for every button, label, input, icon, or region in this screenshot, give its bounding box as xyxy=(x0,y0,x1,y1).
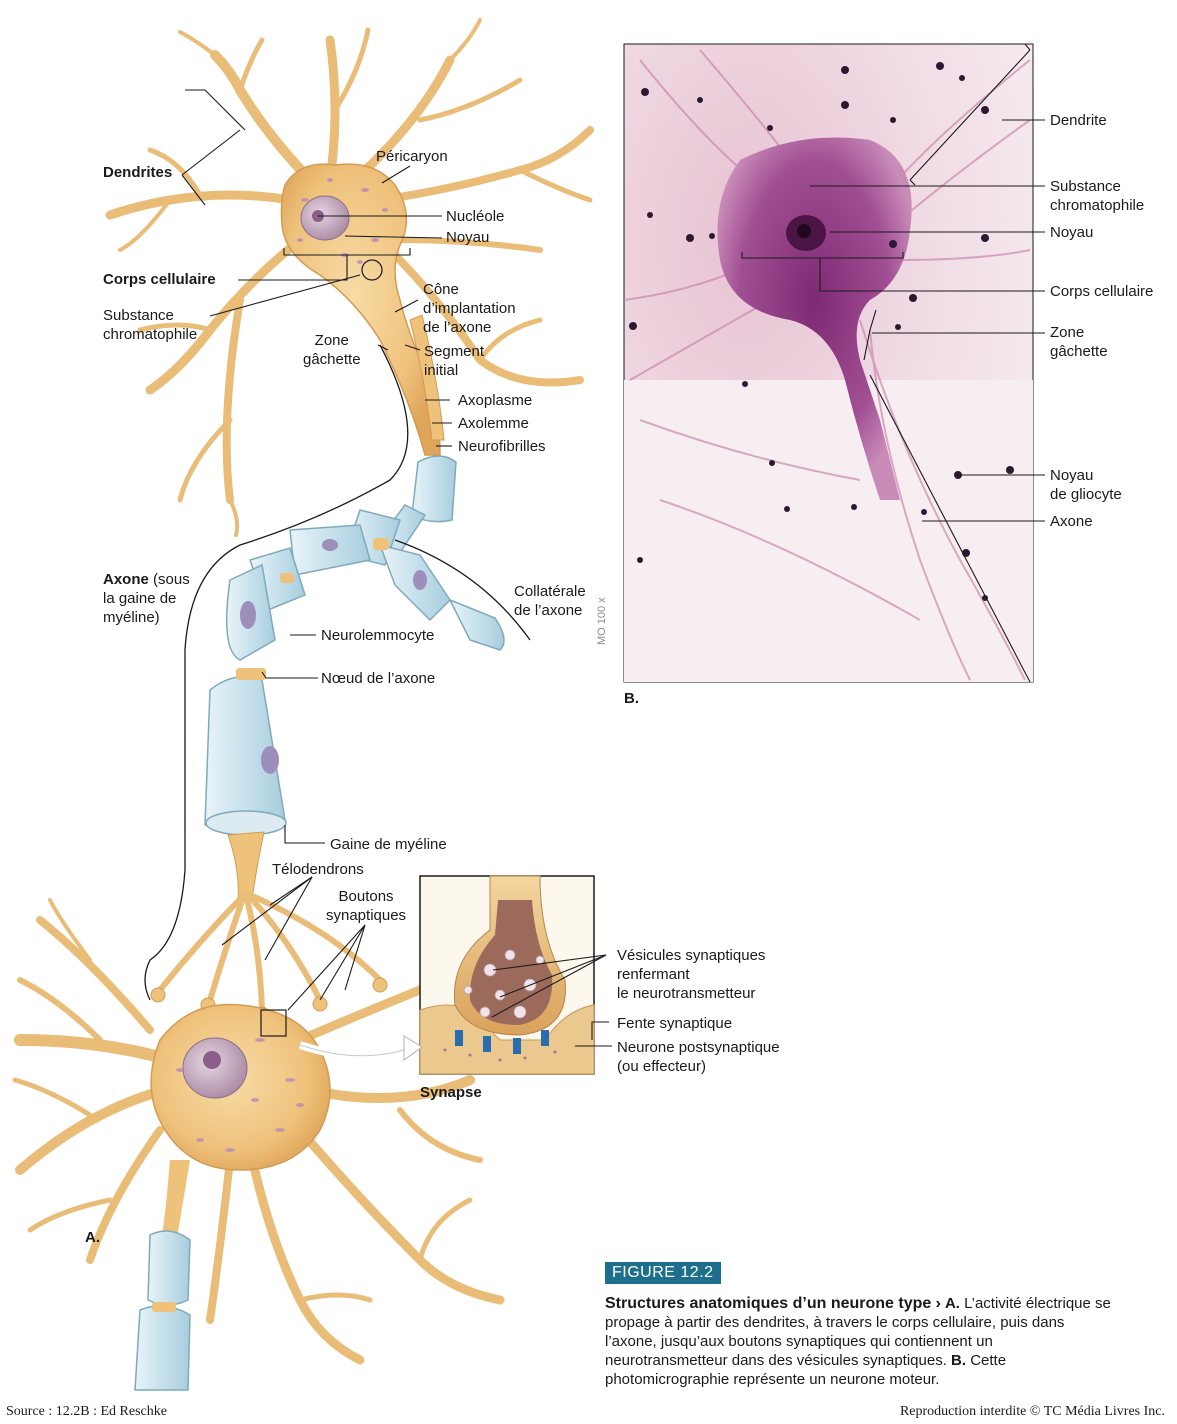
label-line: gâchette xyxy=(1050,343,1108,360)
lower-nucleolus xyxy=(203,1051,221,1069)
lower-node xyxy=(152,1302,176,1312)
figure-caption: Structures anatomiques d’un neurone type… xyxy=(605,1294,1115,1389)
zoom-arrow-head xyxy=(403,1035,423,1061)
panel-b-label: B. xyxy=(624,690,639,707)
label-noyau-a: Noyau xyxy=(446,229,490,246)
collateral-bracket xyxy=(394,539,531,641)
label-noyau-gliocyte: Noyau de gliocyte xyxy=(1050,466,1122,504)
panel-a-leader-lines xyxy=(181,89,612,1047)
label-nucleole: Nucléole xyxy=(446,208,505,225)
label-telodendrons: Télodendrons xyxy=(272,861,364,878)
label-line: (ou effecteur) xyxy=(617,1058,706,1075)
label-collaterale: Collatérale de l’axone xyxy=(514,582,586,620)
label-postsynaptique: Neurone postsynaptique (ou effecteur) xyxy=(617,1038,780,1076)
label-axone-a: Axone (sous la gaine de myéline) xyxy=(103,570,190,627)
label-line: la gaine de xyxy=(103,590,177,607)
label-substance-a: Substance chromatophile xyxy=(103,306,197,344)
zoom-circle xyxy=(361,259,383,281)
button-zoom-box xyxy=(260,1009,287,1037)
upper-nissl xyxy=(297,178,388,264)
label-pericaryon: Péricaryon xyxy=(376,148,448,165)
label-corps-cellulaire-a: Corps cellulaire xyxy=(103,271,216,288)
lower-nissl xyxy=(176,1038,304,1152)
caption-marker: › xyxy=(935,1295,941,1312)
label-line: initial xyxy=(424,362,459,379)
copyright-notice: Reproduction interdite © TC Média Livres… xyxy=(899,1404,1165,1419)
label-dendrites: Dendrites xyxy=(103,164,173,181)
upper-nucleus xyxy=(300,195,350,241)
caption-b-text: Cette photomicrographie représente un ne… xyxy=(605,1352,1007,1388)
axon-bracket xyxy=(144,344,409,1001)
label-line: Zone xyxy=(314,332,349,349)
label-line: Noyau xyxy=(1050,467,1094,484)
label-line: chromatophile xyxy=(103,326,198,343)
panel-a-label: A. xyxy=(85,1229,100,1246)
label-line: chromatophile xyxy=(1050,197,1145,214)
label-axoplasme: Axoplasme xyxy=(458,392,533,409)
label-zone-a: Zone gâchette xyxy=(303,331,361,369)
label-line: Segment xyxy=(424,343,485,360)
label-line: Cône xyxy=(423,281,459,298)
lower-myelin xyxy=(134,1230,191,1391)
lower-axon xyxy=(160,1160,190,1250)
label-line: Zone xyxy=(1050,324,1085,341)
label-line: de l’axone xyxy=(514,602,583,619)
synapse-inset xyxy=(419,875,595,1075)
label-line: Neurone postsynaptique xyxy=(617,1039,780,1056)
myelin-sheath xyxy=(204,455,505,836)
label-noeud: Nœud de l’axone xyxy=(321,670,436,687)
figure-badge: FIGURE 12.2 xyxy=(605,1262,721,1284)
label-cone: Cône d’implantation de l’axone xyxy=(423,280,516,337)
upper-dendrites xyxy=(105,18,594,537)
caption-a-text: L’activité électrique se propage à parti… xyxy=(605,1295,1111,1369)
label-line: renfermant xyxy=(617,966,690,983)
caption-a-label: A. xyxy=(944,1295,960,1312)
axon-nodes xyxy=(236,538,389,680)
label-line: Boutons xyxy=(338,888,394,905)
label-line: Substance xyxy=(103,307,174,324)
lower-cell-body xyxy=(150,1003,331,1171)
label-line: de gliocyte xyxy=(1050,486,1122,503)
label-axone-b: Axone xyxy=(1050,513,1093,530)
label-line: myéline) xyxy=(103,609,160,626)
label-line: Axone xyxy=(103,571,149,588)
label-line: synaptiques xyxy=(326,907,407,924)
myelin-nuclei xyxy=(240,539,427,774)
micrograph xyxy=(623,43,1045,683)
label-segment: Segment initial xyxy=(424,342,484,380)
label-line: le neurotransmetteur xyxy=(617,985,756,1002)
label-line: Substance xyxy=(1050,178,1121,195)
telodendrons xyxy=(157,892,383,1013)
label-boutons: Boutons synaptiques xyxy=(326,887,406,925)
label-substance-b: Substance chromatophile xyxy=(1050,177,1144,215)
label-neurolemmocyte: Neurolemmocyte xyxy=(321,627,435,644)
zoom-arrow-outline xyxy=(299,1044,411,1057)
distal-axon xyxy=(227,831,265,901)
source-credit: Source : 12.2B : Ed Reschke xyxy=(6,1404,167,1419)
label-vesicules: Vésicules synaptiques renfermant le neur… xyxy=(617,946,765,1003)
label-line: Collatérale xyxy=(514,583,586,600)
lower-dendrites xyxy=(12,898,505,1365)
label-line: d’implantation xyxy=(423,300,516,317)
label-corps-cellulaire-b: Corps cellulaire xyxy=(1050,283,1154,300)
label-line: de l’axone xyxy=(423,319,492,336)
caption-title: Structures anatomiques d’un neurone type xyxy=(605,1295,932,1312)
label-neurofibrilles: Neurofibrilles xyxy=(458,438,546,455)
label-gaine: Gaine de myéline xyxy=(330,836,447,853)
label-line: (sous xyxy=(148,571,190,588)
label-zone-b: Zone gâchette xyxy=(1050,323,1108,361)
magnification-label: MO 100 x xyxy=(596,597,608,645)
label-line: gâchette xyxy=(303,351,361,368)
label-line: Vésicules synaptiques xyxy=(617,947,766,964)
label-synapse: Synapse xyxy=(420,1084,482,1101)
initial-axon xyxy=(409,314,445,441)
label-dendrite-b: Dendrite xyxy=(1050,112,1107,129)
label-axolemme: Axolemme xyxy=(458,415,529,432)
label-noyau-b: Noyau xyxy=(1050,224,1094,241)
label-fente: Fente synaptique xyxy=(617,1015,733,1032)
caption-b-label: B. xyxy=(951,1352,967,1369)
